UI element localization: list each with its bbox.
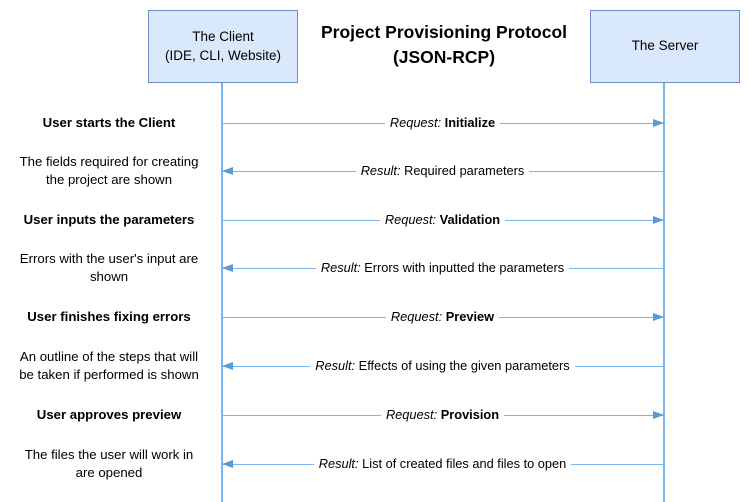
actor-note: User finishes fixing errors [27, 309, 191, 325]
arrowhead-left-icon [222, 459, 233, 468]
message-arrow-line [222, 317, 663, 318]
arrowhead-right-icon [653, 118, 664, 127]
page-title: Project Provisioning Protocol (JSON-RCP) [320, 22, 567, 68]
message-arrow-line [222, 464, 663, 465]
message-arrow-line [222, 123, 663, 124]
actor-note: The fields required for creating the pro… [19, 154, 199, 187]
participant-label-server: The Server [631, 38, 699, 54]
actor-note: User approves preview [36, 407, 182, 423]
lifeline-client [221, 83, 223, 502]
lifeline-server [663, 83, 665, 502]
message-arrow-line [222, 220, 663, 221]
participant-box-client: The Client (IDE, CLI, Website) [148, 10, 298, 83]
actor-note: User inputs the parameters [23, 212, 195, 228]
message-arrow-line [222, 171, 663, 172]
arrowhead-left-icon [222, 361, 233, 370]
actor-note: User starts the Client [42, 115, 176, 131]
participant-box-server: The Server [590, 10, 740, 83]
arrowhead-right-icon [653, 410, 664, 419]
arrowhead-left-icon [222, 263, 233, 272]
actor-note: The files the user will work in are open… [24, 447, 194, 480]
message-arrow-line [222, 268, 663, 269]
arrowhead-left-icon [222, 166, 233, 175]
participant-label-client: The Client (IDE, CLI, Website) [164, 29, 282, 63]
actor-note: An outline of the steps that will be tak… [19, 349, 199, 382]
arrowhead-right-icon [653, 312, 664, 321]
message-arrow-line [222, 366, 663, 367]
actor-note: Errors with the user's input are shown [19, 251, 199, 284]
message-arrow-line [222, 415, 663, 416]
arrowhead-right-icon [653, 215, 664, 224]
